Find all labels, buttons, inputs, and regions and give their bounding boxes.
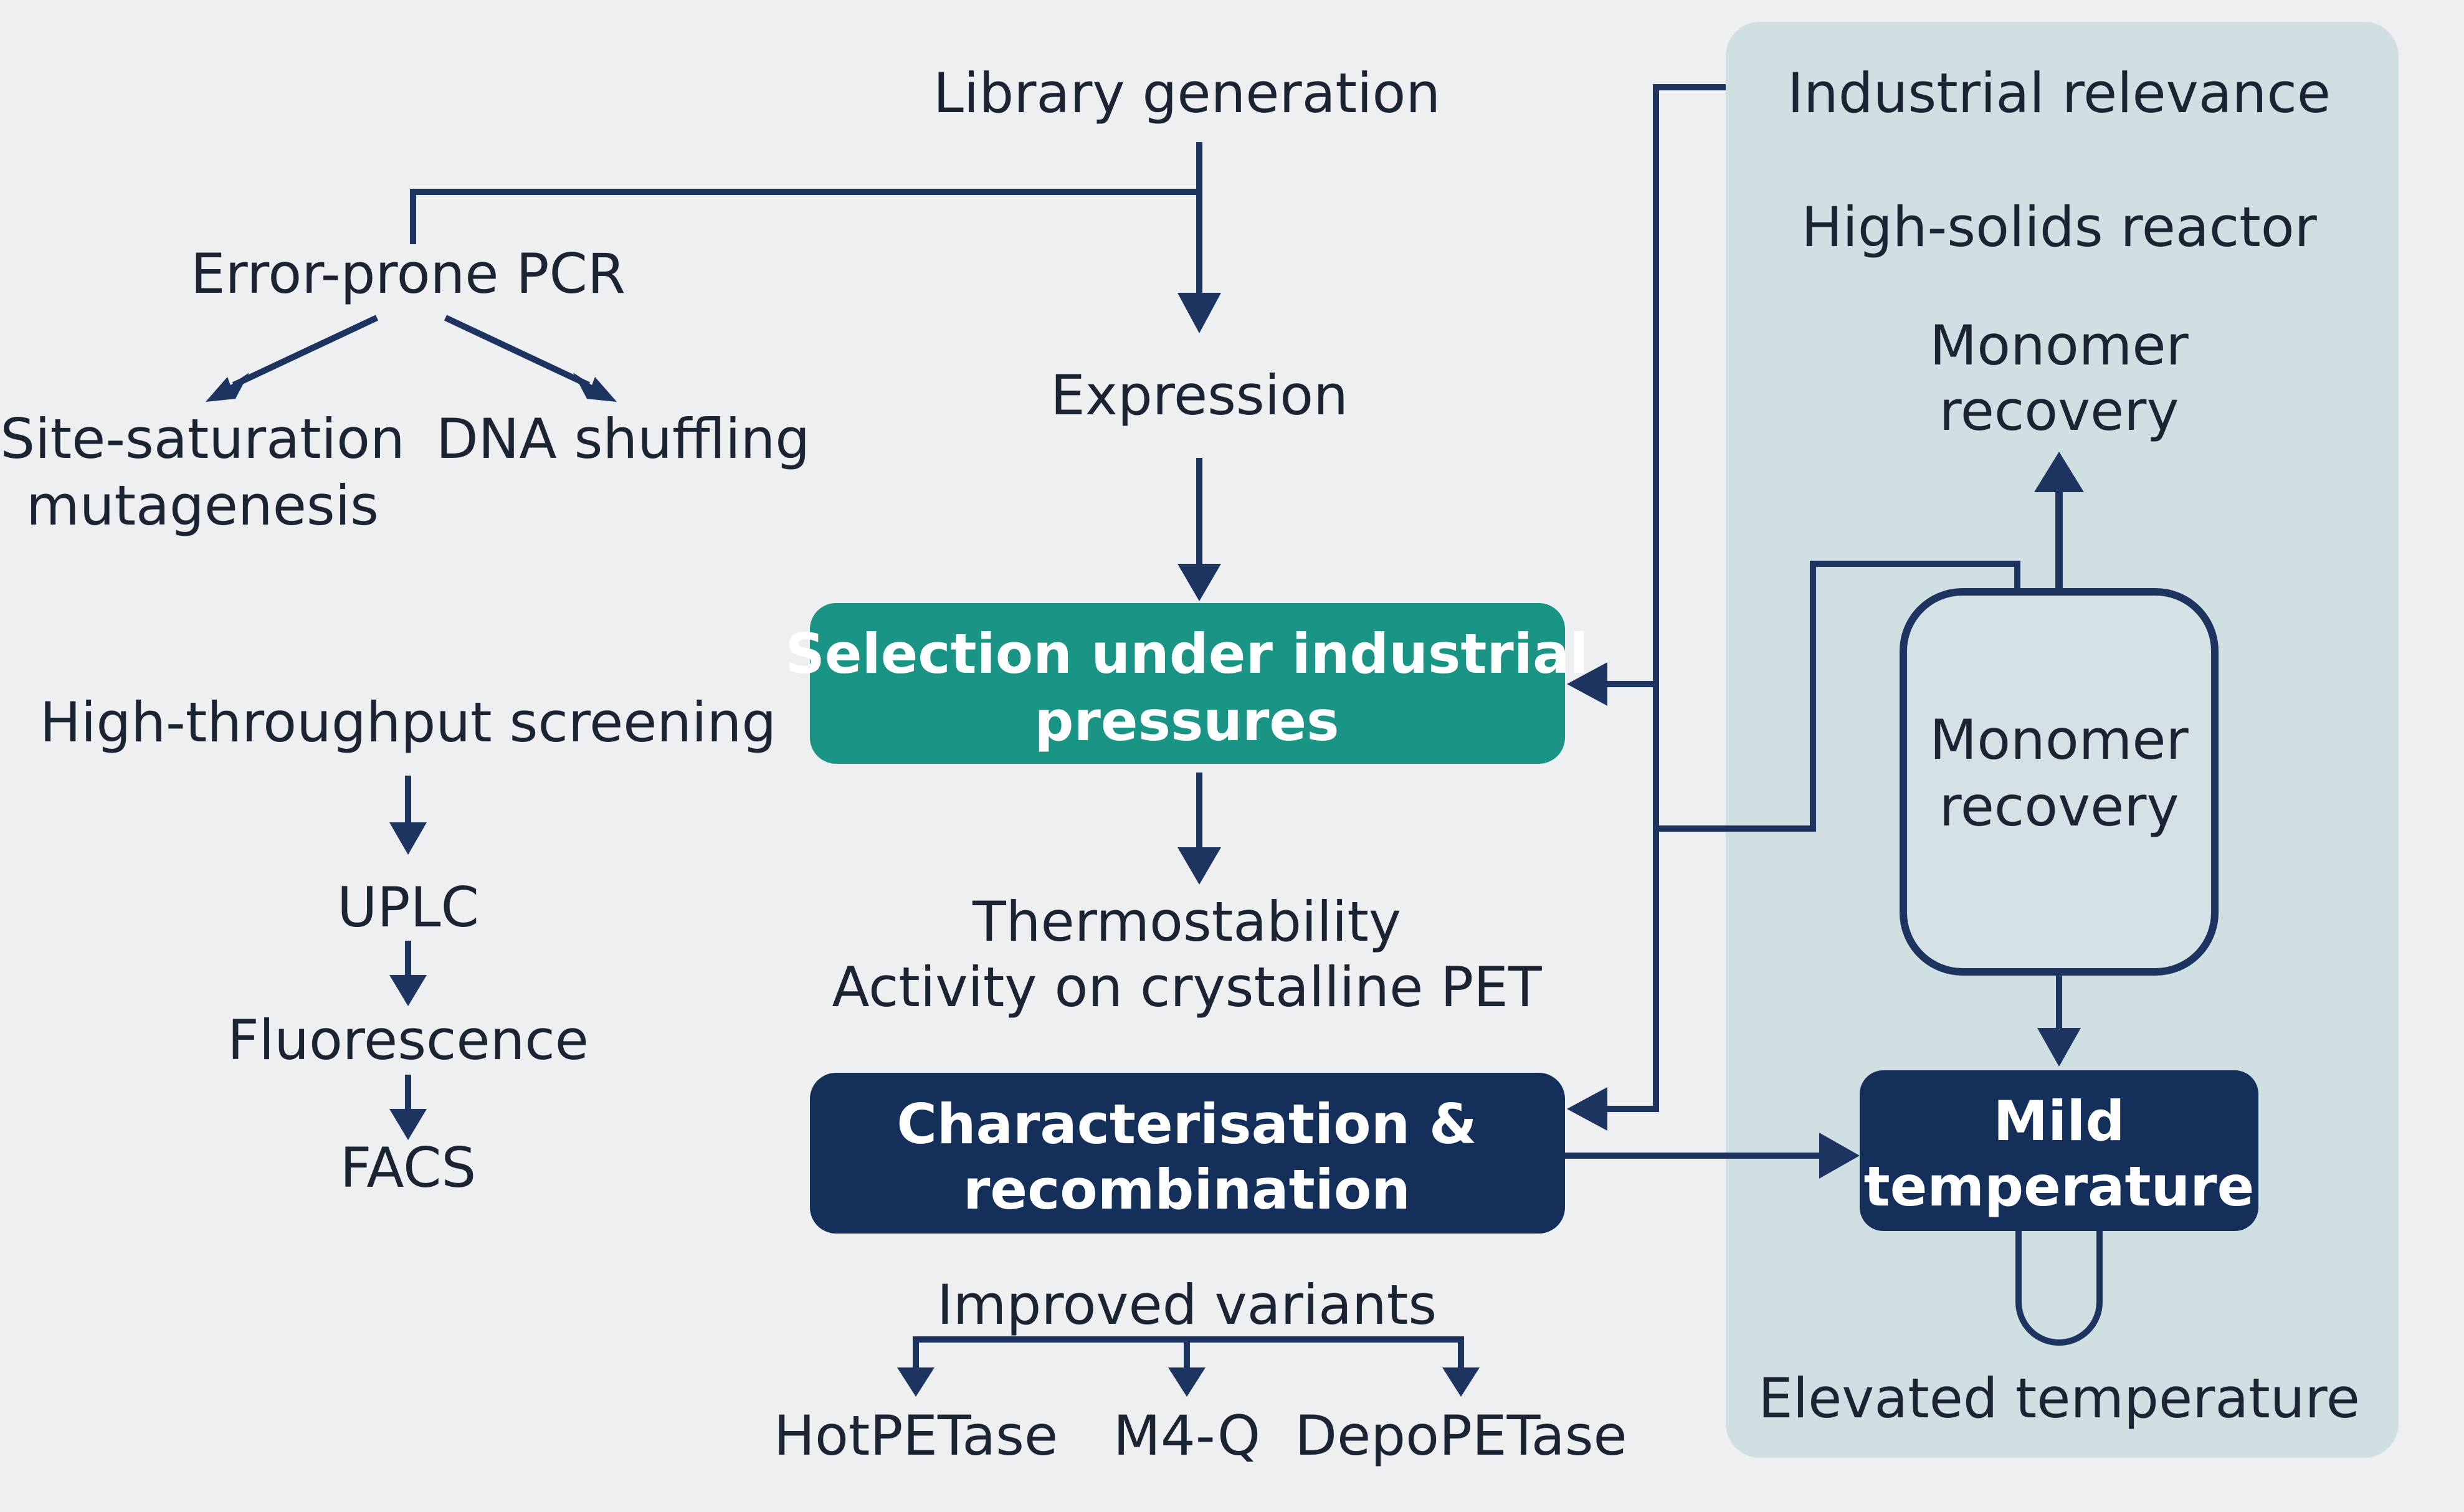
expression-label: Expression <box>1050 363 1348 427</box>
fluorescence-label: Fluorescence <box>227 1008 589 1072</box>
monomer-recovery-vessel-line1: Monomer <box>1929 708 2189 772</box>
thermostability-label: Thermostability <box>972 890 1401 954</box>
uplc-label: UPLC <box>337 875 479 939</box>
arrowhead-depopetase <box>1442 1367 1480 1397</box>
characterisation-box <box>810 1073 1565 1234</box>
arrowhead-hotpetase <box>897 1367 935 1397</box>
improved-variants-label: Improved variants <box>937 1273 1437 1337</box>
monomer-recovery-top-line1: Monomer <box>1929 313 2189 378</box>
mild-temperature-line2: temperature <box>1864 1154 2255 1219</box>
arrowhead-fluorescence <box>389 975 427 1006</box>
line-reactor-to-feedback <box>1656 561 2020 832</box>
arrowhead-dna-shuffling-b <box>587 377 617 402</box>
selection-label-line2: pressures <box>1035 689 1339 753</box>
elevated-temperature-label: Elevated temperature <box>1758 1366 2360 1430</box>
line-library-to-error-pcr <box>410 189 1199 244</box>
reactor-vessel <box>1900 588 2219 976</box>
arrowhead-site-saturation-b <box>206 377 235 402</box>
feedback-line-industrial <box>1604 84 1726 1112</box>
mutagenesis-label: mutagenesis <box>26 473 379 538</box>
arrowhead-criteria <box>1177 847 1221 885</box>
mild-temperature-line1: Mild <box>1994 1089 2125 1153</box>
variant-m4q: M4-Q <box>1113 1404 1260 1468</box>
arrowhead-mild-side <box>1819 1133 1860 1179</box>
mild-temperature-box <box>1860 1070 2258 1231</box>
selection-box <box>810 603 1565 764</box>
arrow-to-site-saturation <box>232 315 379 388</box>
characterisation-label-line2: recombination <box>963 1158 1410 1222</box>
arrowhead-mild <box>2037 1028 2081 1067</box>
variant-depopetase: DepoPETase <box>1295 1404 1627 1468</box>
monomer-recovery-vessel-line2: recovery <box>1939 774 2179 839</box>
activity-label: Activity on crystalline PET <box>832 955 1542 1019</box>
high-solids-reactor-label: High-solids reactor <box>1801 195 2317 259</box>
arrowhead-uplc <box>389 822 427 855</box>
arrow-to-dna-shuffling <box>444 315 591 388</box>
site-saturation-label: Site-saturation <box>0 407 404 471</box>
variant-hotpetase: HotPETase <box>774 1404 1058 1468</box>
high-throughput-screening-label: High-throughput screening <box>40 690 777 754</box>
arrowhead-characterisation <box>1567 1087 1607 1131</box>
library-generation-label: Library generation <box>933 61 1440 125</box>
arrowhead-selection-feedback <box>1567 662 1607 706</box>
arrowhead-expression <box>1177 293 1221 333</box>
selection-label-line1: Selection under industrial <box>785 622 1588 686</box>
loop-mild-temperature <box>2015 1230 2103 1346</box>
facs-label: FACS <box>340 1136 477 1200</box>
dna-shuffling-label: DNA shuffling <box>436 407 810 471</box>
error-prone-pcr-label: Error-prone PCR <box>191 242 626 306</box>
connector-lines <box>206 84 2103 1397</box>
monomer-recovery-top-line2: recovery <box>1939 379 2179 443</box>
industrial-relevance-label: Industrial relevance <box>1787 61 2331 125</box>
arrowhead-m4q <box>1168 1367 1206 1397</box>
arrowhead-selection <box>1177 564 1221 601</box>
arrowhead-monomer-top <box>2034 452 2084 492</box>
characterisation-label-line1: Characterisation & <box>897 1092 1477 1156</box>
arrowhead-facs <box>389 1109 427 1140</box>
